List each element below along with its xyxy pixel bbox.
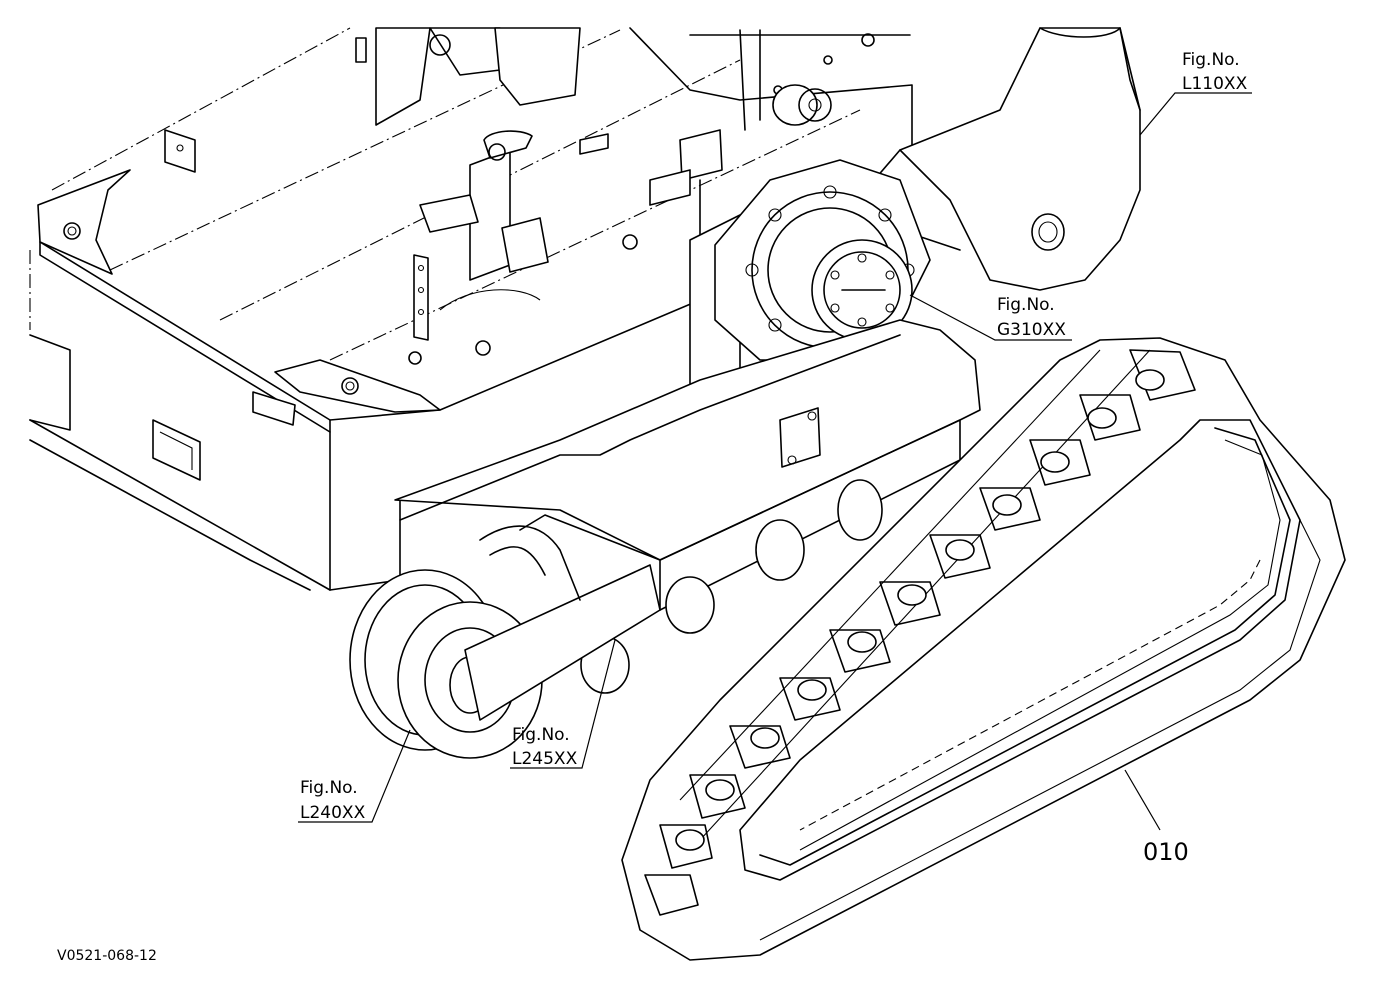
callout-figure-number: L110XX — [1182, 74, 1248, 94]
callout-figure-number: L240XX — [300, 803, 366, 823]
part-number-label: 010 — [1143, 838, 1189, 866]
callout-g310xx: Fig.No. G310XX — [997, 295, 1066, 340]
drawing-code: V0521-068-12 — [57, 948, 157, 964]
machine-frame — [29, 27, 913, 591]
callout-l240xx: Fig.No. L240XX — [300, 778, 366, 823]
callout-label: Fig.No. — [512, 725, 570, 745]
callout-label: Fig.No. — [300, 778, 358, 798]
callout-l245xx: Fig.No. L245XX — [512, 725, 578, 769]
track-frame — [349, 319, 981, 759]
drive-sprocket — [714, 159, 931, 361]
callout-label: Fig.No. — [997, 295, 1055, 315]
callout-label: Fig.No. — [1182, 50, 1240, 70]
callout-figure-number: G310XX — [997, 320, 1066, 340]
callout-l110xx: Fig.No. L110XX — [1182, 50, 1248, 94]
callout-figure-number: L245XX — [512, 749, 578, 769]
rubber-track — [621, 337, 1346, 961]
leader-lines — [298, 92, 1252, 831]
